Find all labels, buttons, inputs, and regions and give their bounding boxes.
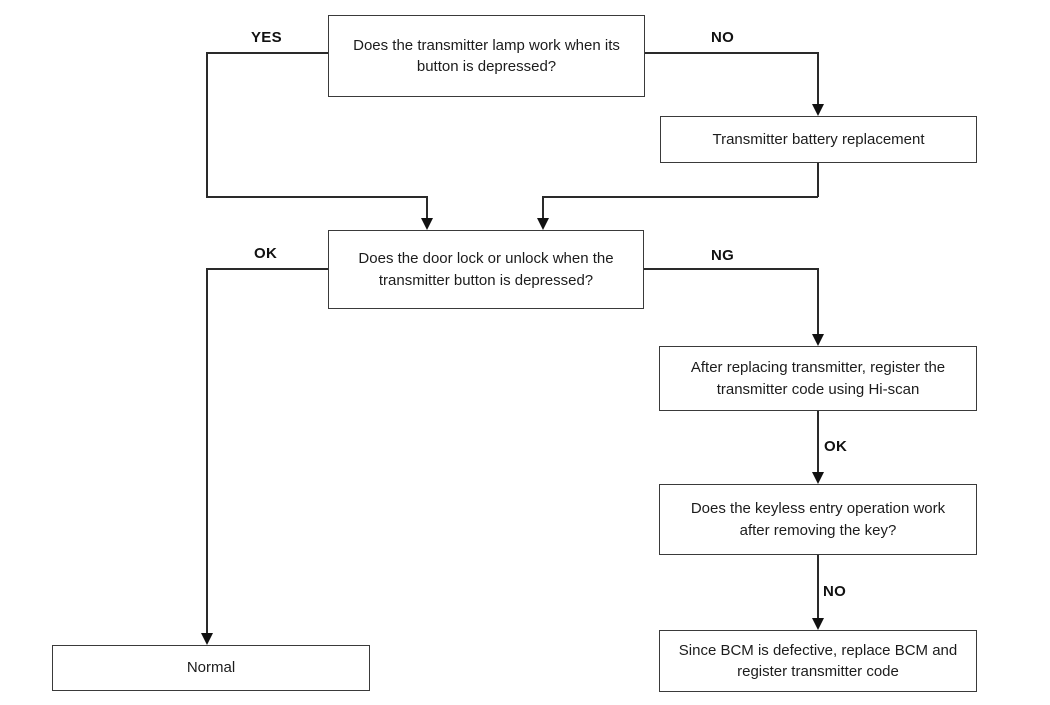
edge-label-ok: OK xyxy=(254,245,278,262)
edge-battery-vertical-down xyxy=(817,163,819,197)
edge-battery-drop-to-q2 xyxy=(542,196,544,221)
edge-no-vertical-q3-to-bcm xyxy=(817,555,819,619)
node-text: After replacing transmitter, register th… xyxy=(690,359,946,398)
edge-no-horizontal-from-q1 xyxy=(645,52,819,54)
edge-no-vertical-to-battery xyxy=(817,52,819,106)
node-register-transmitter-code: After replacing transmitter, register th… xyxy=(659,346,977,411)
arrowhead-ng-into-register xyxy=(812,334,824,346)
arrowhead-ok-into-q3 xyxy=(812,472,824,484)
node-keyless-entry-question: Does the keyless entry operation work af… xyxy=(659,484,977,555)
node-text: Transmitter battery replacement xyxy=(712,130,925,148)
edge-yes-vertical xyxy=(206,52,208,197)
edge-label-no-bottom: NO xyxy=(823,583,847,600)
arrowhead-no-into-bcm xyxy=(812,618,824,630)
node-door-lock-question: Does the door lock or unlock when the tr… xyxy=(328,230,644,309)
node-text: Since BCM is defective, replace BCM and … xyxy=(678,641,958,680)
edge-label-ng: NG xyxy=(711,247,735,264)
edge-label-ok-mid: OK xyxy=(824,438,848,455)
edge-ok-horizontal-from-q2 xyxy=(206,268,328,270)
node-text: Normal xyxy=(186,659,236,677)
node-replace-bcm: Since BCM is defective, replace BCM and … xyxy=(659,630,977,692)
arrowhead-ok-into-normal xyxy=(201,633,213,645)
edge-ng-horizontal-from-q2 xyxy=(644,268,819,270)
node-battery-replacement: Transmitter battery replacement xyxy=(660,116,977,163)
arrowhead-yes-into-q2 xyxy=(421,218,433,230)
arrowhead-battery-into-q2 xyxy=(537,218,549,230)
edge-battery-horizontal-left xyxy=(542,196,818,198)
node-text: Does the door lock or unlock when the tr… xyxy=(358,250,614,289)
node-text: Does the transmitter lamp work when its … xyxy=(353,36,620,75)
node-text: Does the keyless entry operation work af… xyxy=(690,500,946,539)
edge-label-no: NO xyxy=(711,29,735,46)
edge-yes-drop-to-q2 xyxy=(426,196,428,221)
edge-ng-vertical-to-register xyxy=(817,268,819,336)
node-normal-result: Normal xyxy=(52,645,370,691)
node-transmitter-lamp-question: Does the transmitter lamp work when its … xyxy=(328,15,645,97)
edge-yes-horizontal-from-q1 xyxy=(206,52,328,54)
arrowhead-no-into-battery xyxy=(812,104,824,116)
edge-label-yes: YES xyxy=(251,29,282,46)
edge-ok-vertical-to-normal xyxy=(206,268,208,633)
edge-yes-horizontal-to-q2 xyxy=(206,196,427,198)
edge-ok-vertical-register-to-q3 xyxy=(817,411,819,473)
